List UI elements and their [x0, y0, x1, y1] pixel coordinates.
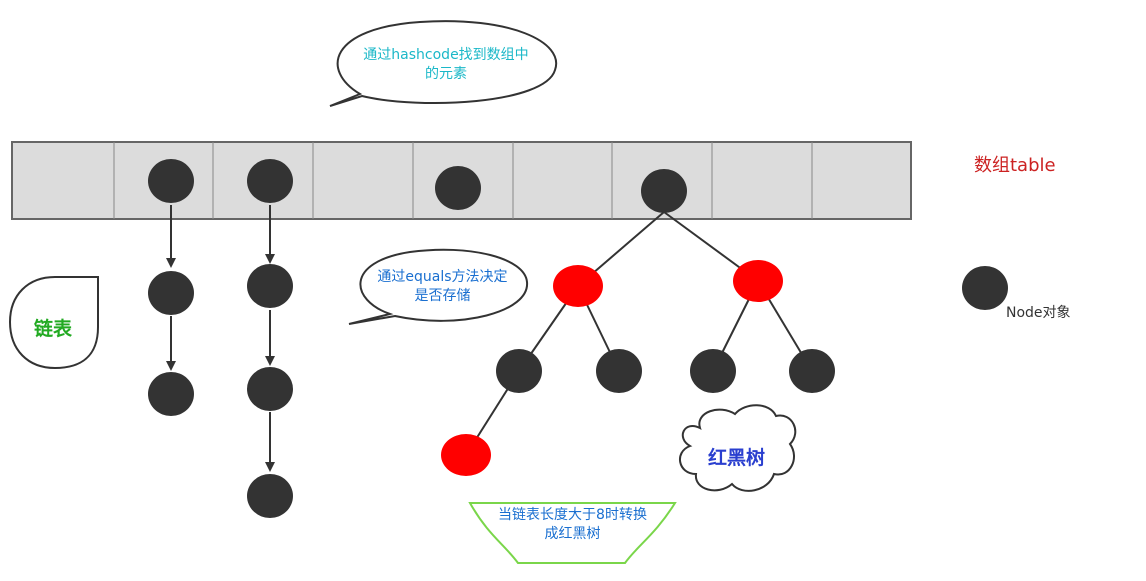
tree-label-cloud	[679, 404, 797, 492]
top-bubble-line1: 通过hashcode找到数组中	[363, 47, 529, 63]
array-node-3	[435, 166, 481, 210]
list2-node-3	[247, 367, 293, 411]
array-node-1	[148, 159, 194, 203]
list2-node-4	[247, 474, 293, 518]
tree-node-lr	[596, 349, 642, 393]
mid-bubble-line1: 通过equals方法决定	[377, 269, 508, 285]
tree-node-rr	[789, 349, 835, 393]
tree-node-rl	[690, 349, 736, 393]
mid-bubble-line2: 是否存储	[414, 288, 471, 304]
list1-node-3	[148, 372, 194, 416]
list2-node-2	[247, 264, 293, 308]
speech-bubble-mid	[348, 248, 529, 325]
tree-red-node-left	[553, 265, 603, 307]
speech-bubble-top	[329, 20, 558, 107]
array-label: 数组table	[974, 155, 1056, 176]
tree-red-node-bottom	[441, 434, 491, 476]
tree-label: 红黑树	[708, 447, 766, 469]
conversion-banner	[468, 502, 677, 564]
tree-node-ll	[496, 349, 542, 393]
top-bubble-line2: 的元素	[425, 66, 467, 82]
legend-node	[962, 266, 1008, 310]
banner-text: 当链表长度大于8时转换 成红黑树	[470, 506, 675, 544]
banner-line2: 成红黑树	[544, 526, 601, 542]
mid-bubble-text: 通过equals方法决定 是否存储	[355, 268, 530, 306]
tree-root-node	[641, 169, 687, 213]
list1-node-2	[148, 271, 194, 315]
array-node-2	[247, 159, 293, 203]
node-legend-label: Node对象	[1006, 305, 1071, 321]
linked-list-label: 链表	[34, 318, 73, 340]
list-label-shape	[8, 276, 99, 370]
banner-line1: 当链表长度大于8时转换	[498, 507, 647, 523]
top-bubble-text: 通过hashcode找到数组中 的元素	[330, 46, 562, 84]
tree-red-node-right	[733, 260, 783, 302]
